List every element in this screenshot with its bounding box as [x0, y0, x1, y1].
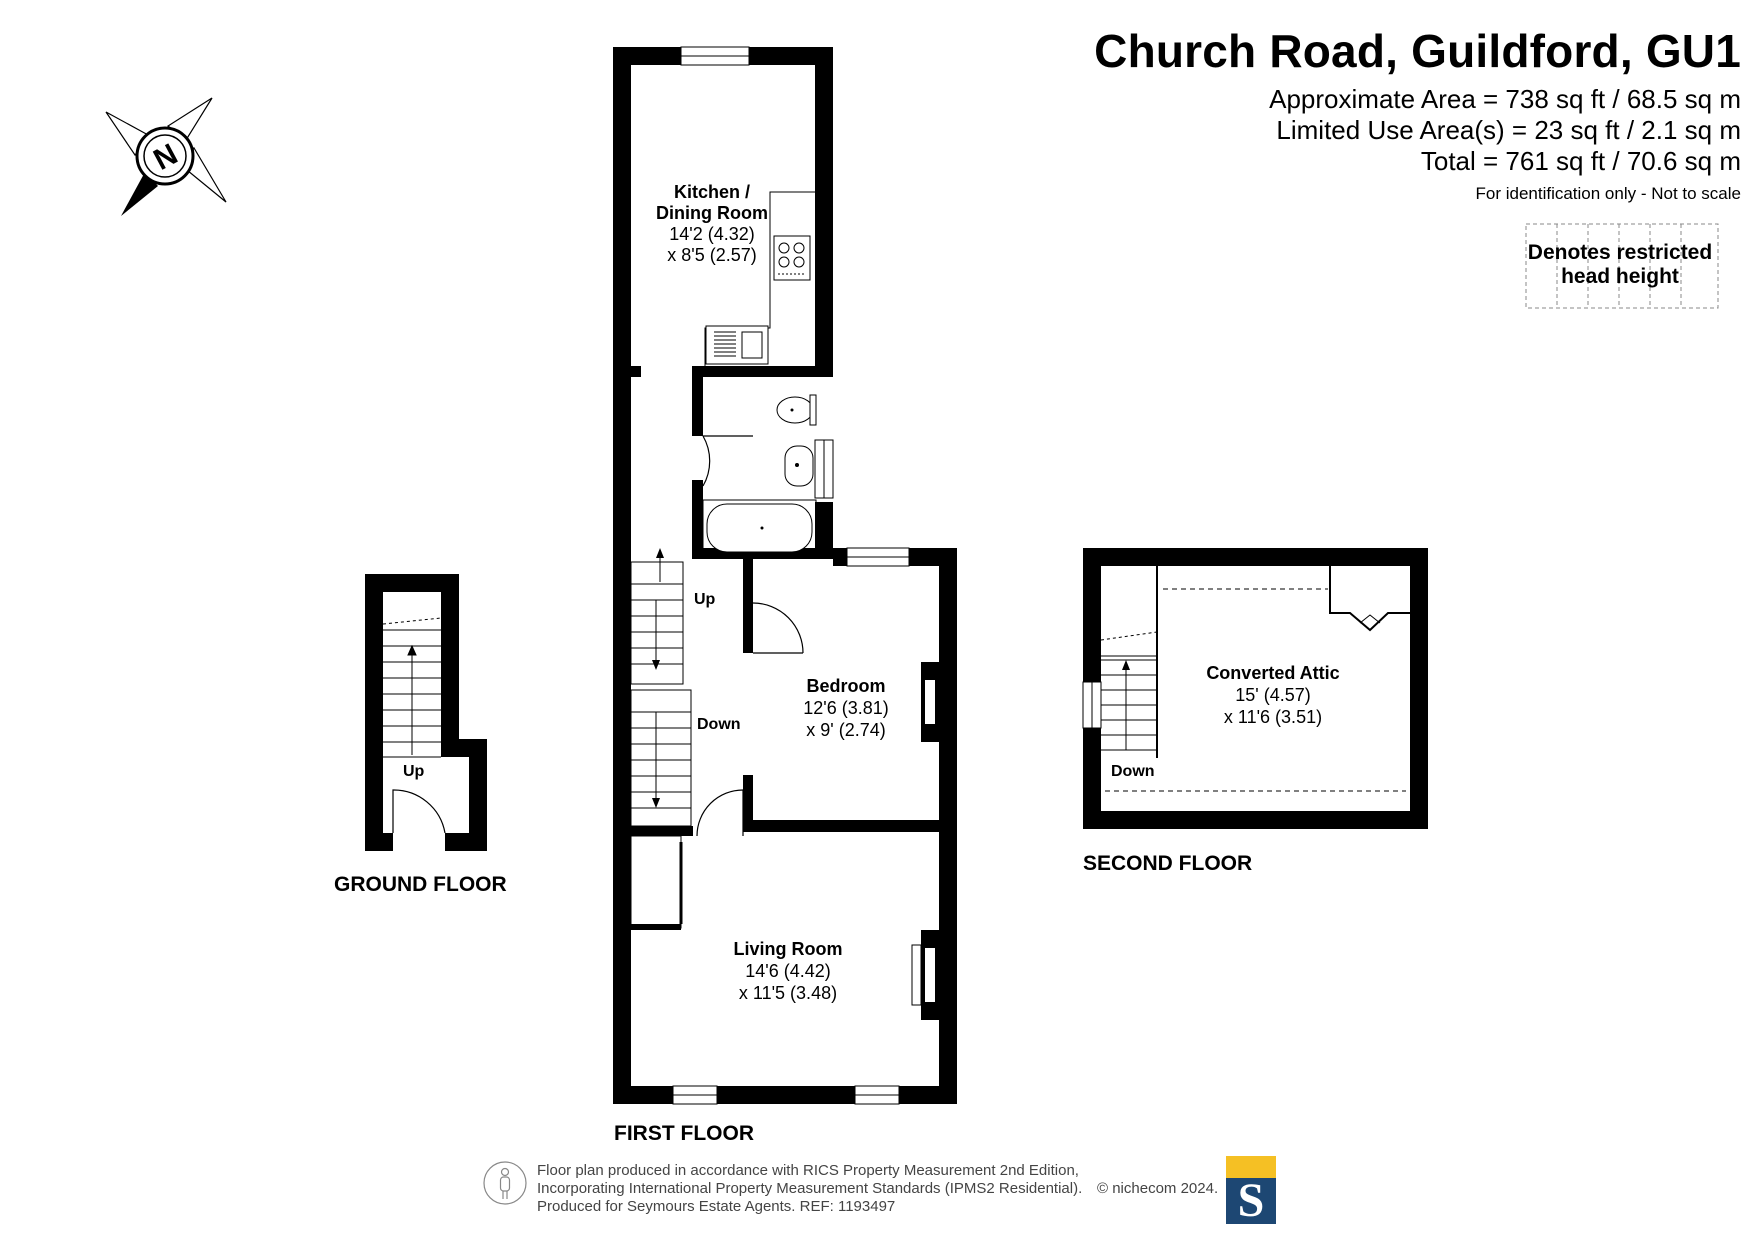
logo-top-band: [1226, 1156, 1276, 1178]
footer-line3: Produced for Seymours Estate Agents. REF…: [537, 1198, 896, 1215]
legend-dashed-box: [1525, 223, 1719, 309]
first-floor-label: FIRST FLOOR: [614, 1122, 754, 1145]
footer-line2: Incorporating International Property Mea…: [537, 1180, 1083, 1197]
bedroom-name: Bedroom: [806, 676, 885, 696]
logo-letter: S: [1226, 1177, 1276, 1225]
person-icon: [483, 1161, 527, 1205]
first-stairs-up-label: Up: [694, 591, 716, 608]
footer-text: Floor plan produced in accordance with R…: [537, 1162, 1082, 1216]
legend-line2: head height: [1561, 265, 1679, 288]
bedroom-dim-line1: 12'6 (3.81): [803, 698, 889, 718]
second-floor-label: SECOND FLOOR: [1083, 852, 1252, 875]
compass-icon: N: [105, 97, 227, 216]
living-room-name: Living Room: [734, 939, 843, 959]
kitchen-dim-line1: 14'2 (4.32): [669, 224, 755, 244]
attic-dim-line2: x 11'6 (3.51): [1224, 707, 1322, 727]
first-stairs-down-label: Down: [697, 716, 741, 733]
copyright: © nichecom 2024.: [1097, 1180, 1219, 1197]
kitchen-name-line1: Kitchen /: [674, 182, 750, 202]
second-floor-plan: Converted Attic 15' (4.57) x 11'6 (3.51)…: [1082, 548, 1428, 829]
kitchen-dim-line2: x 8'5 (2.57): [667, 245, 756, 265]
page-title: Church Road, Guildford, GU1: [1094, 25, 1741, 77]
attic-dim-line1: 15' (4.57): [1235, 685, 1310, 705]
attic-name: Converted Attic: [1206, 663, 1339, 683]
limited-use-area: Limited Use Area(s) = 23 sq ft / 2.1 sq …: [1276, 115, 1741, 145]
living-room-dim-line2: x 11'5 (3.48): [739, 983, 837, 1003]
ground-stairs-label: Up: [403, 763, 425, 780]
total-area: Total = 761 sq ft / 70.6 sq m: [1420, 146, 1741, 176]
footer-line1: Floor plan produced in accordance with R…: [537, 1162, 1079, 1179]
living-room-dim-line1: 14'6 (4.42): [745, 961, 831, 981]
scale-note: For identification only - Not to scale: [1475, 184, 1741, 203]
approx-area: Approximate Area = 738 sq ft / 68.5 sq m: [1269, 84, 1741, 114]
restricted-height-legend: Denotes restricted head height: [1522, 224, 1718, 308]
ground-floor-plan: Up: [365, 574, 487, 851]
kitchen-name-line2: Dining Room: [656, 203, 768, 223]
second-stairs-down-label: Down: [1111, 763, 1155, 780]
seymours-logo: S: [1226, 1156, 1276, 1225]
bedroom-dim-line2: x 9' (2.74): [806, 720, 885, 740]
legend-line1: Denotes restricted: [1527, 241, 1713, 264]
first-floor-plan: Kitchen / Dining Room 14'2 (4.32) x 8'5 …: [613, 46, 957, 1105]
ground-floor-label: GROUND FLOOR: [334, 873, 507, 896]
